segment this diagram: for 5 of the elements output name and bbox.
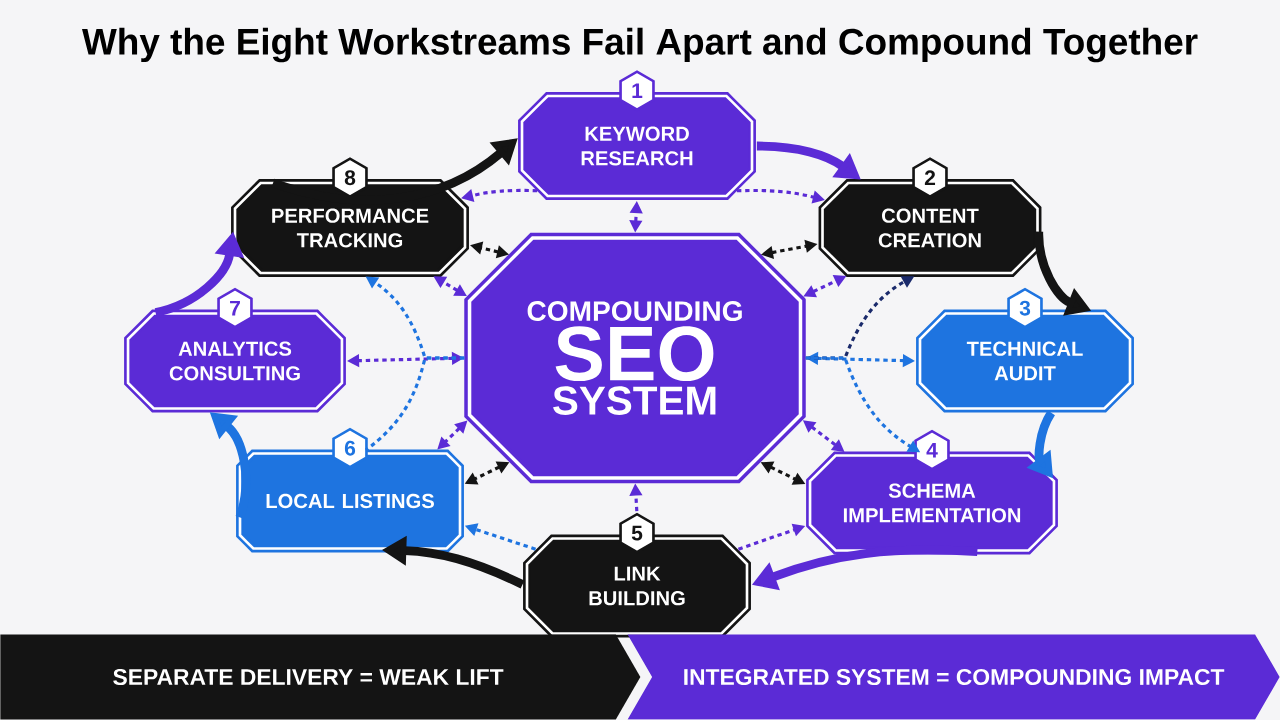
title: Why the Eight Workstreams Fail Apart and Compound Together bbox=[82, 27, 1198, 63]
hub-octagon: COMPOUNDING SEO SYSTEM bbox=[464, 232, 806, 484]
banner: INTEGRATED SYSTEM = COMPOUNDING IMPACT bbox=[627, 634, 1280, 720]
connector-line bbox=[364, 356, 465, 452]
banner: SEPARATE DELIVERY = WEAK LIFT bbox=[0, 634, 641, 720]
